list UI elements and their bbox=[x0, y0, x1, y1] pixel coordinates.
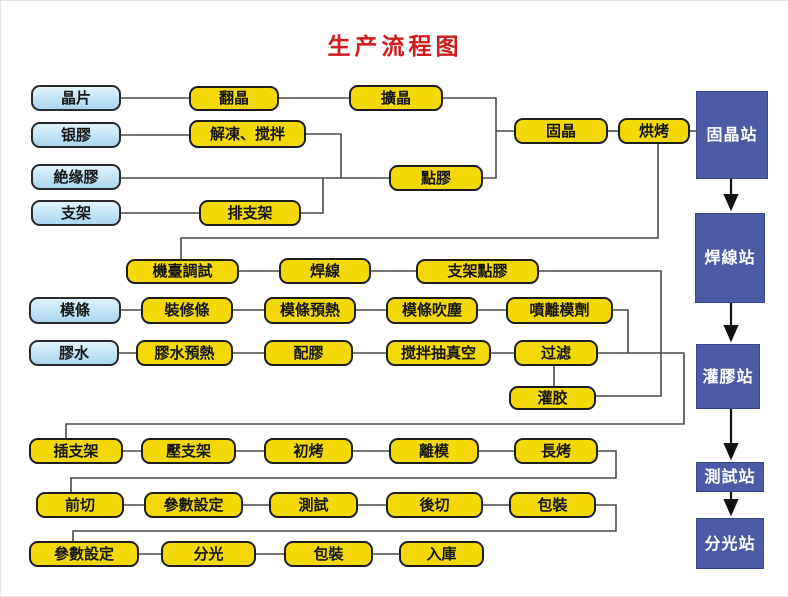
node-guanjiao: 灌胶 bbox=[509, 386, 596, 410]
node-hanxian-zhan: 焊線站 bbox=[695, 213, 765, 303]
node-peijiao: 配膠 bbox=[264, 340, 353, 366]
node-canshu-sheding-1: 參數設定 bbox=[144, 492, 243, 518]
node-fenguang-zhan: 分光站 bbox=[696, 518, 764, 569]
node-yazhijia: 壓支架 bbox=[141, 438, 236, 464]
node-motiao: 模條 bbox=[29, 297, 121, 324]
connector-19 bbox=[613, 309, 629, 353]
node-qianqie: 前切 bbox=[36, 492, 124, 518]
node-guolv: 过滤 bbox=[514, 340, 598, 366]
connector-8 bbox=[483, 131, 497, 179]
connector-4 bbox=[306, 133, 342, 178]
node-jiedong-jiaoban: 解凍、搅拌 bbox=[189, 120, 306, 148]
node-dianjiao: 點膠 bbox=[389, 165, 483, 191]
connector-35 bbox=[72, 504, 617, 541]
node-motiao-yure: 模條預熱 bbox=[264, 297, 356, 324]
node-pen-limoji: 噴離模劑 bbox=[506, 297, 613, 324]
node-motiao-chuichen: 模條吹塵 bbox=[386, 297, 478, 324]
node-paizhijia: 排支架 bbox=[199, 200, 301, 226]
node-guanjiao-zhan: 灌膠站 bbox=[696, 344, 760, 409]
connector-30 bbox=[70, 450, 617, 492]
node-baozhuang-2: 包裝 bbox=[284, 541, 373, 567]
connector-7 bbox=[301, 178, 324, 214]
node-zhijia: 支架 bbox=[31, 200, 121, 226]
node-gujing-zhan: 固晶站 bbox=[696, 91, 768, 179]
node-jingpian: 晶片 bbox=[31, 85, 121, 111]
node-chazhijia: 插支架 bbox=[29, 438, 123, 464]
node-jueyuanjiao: 絶缘膠 bbox=[31, 164, 121, 190]
node-ruku: 入庫 bbox=[399, 541, 484, 567]
node-canshu-sheding-2: 參數設定 bbox=[29, 541, 139, 567]
node-zhijia-dianjiao: 支架點膠 bbox=[416, 259, 539, 284]
node-baozhuang-1: 包裝 bbox=[509, 492, 596, 518]
node-fanjing: 翻晶 bbox=[189, 86, 279, 111]
connector-14 bbox=[539, 270, 662, 397]
connector-11 bbox=[180, 144, 659, 259]
node-hongkao: 烘烤 bbox=[618, 118, 690, 144]
node-kuojing: 擴晶 bbox=[349, 85, 443, 111]
node-yinjiao: 银膠 bbox=[31, 122, 121, 148]
node-hanxian: 焊線 bbox=[279, 258, 371, 284]
node-limo: 離模 bbox=[389, 438, 479, 464]
node-chukao: 初烤 bbox=[264, 438, 353, 464]
node-changkao: 長烤 bbox=[514, 438, 598, 464]
node-ceshi: 測試 bbox=[269, 492, 358, 518]
node-fenguang: 分光 bbox=[161, 541, 256, 567]
connector-2 bbox=[443, 97, 514, 132]
node-jiaoshui: 膠水 bbox=[29, 340, 119, 366]
node-jitai-tiaoshi: 機臺調試 bbox=[126, 259, 239, 284]
connector-24 bbox=[65, 352, 685, 438]
node-houqie: 後切 bbox=[386, 492, 483, 518]
node-jiaoban-chouzhenkong: 搅拌抽真空 bbox=[386, 340, 491, 366]
node-jiaoshui-yure: 膠水預熱 bbox=[136, 340, 233, 366]
page-title: 生产流程图 bbox=[327, 34, 463, 60]
node-ceshi-zhan: 測試站 bbox=[696, 462, 764, 492]
node-zhuangxiutiao: 裝修條 bbox=[141, 297, 233, 324]
node-gujing: 固晶 bbox=[514, 118, 608, 144]
